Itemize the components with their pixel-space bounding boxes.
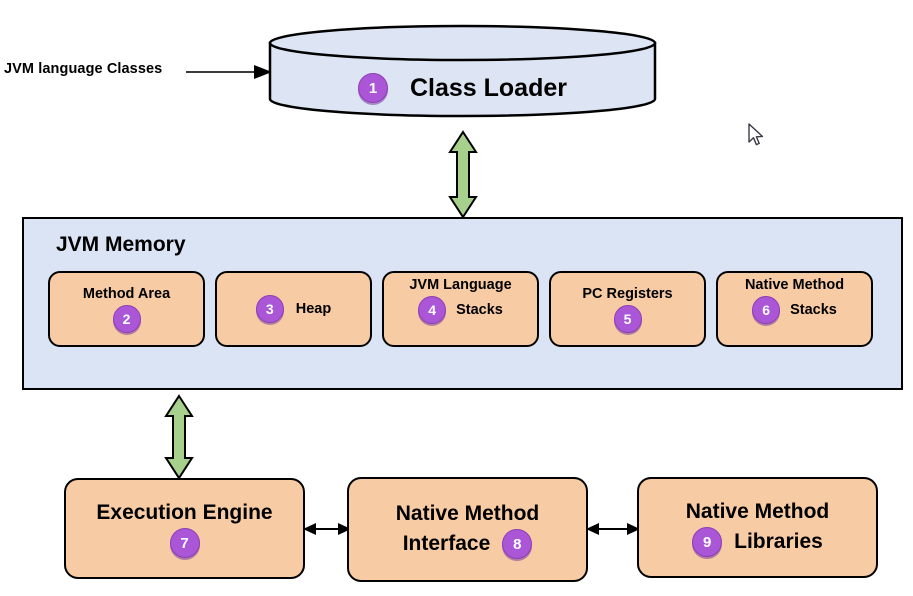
memory-box-pc-registers[interactable]: PC Registers 5 <box>549 271 706 347</box>
memory-box-native-method-stacks-label-line1: Native Method <box>744 277 845 293</box>
memory-box-native-method-stacks-badge: 6 <box>752 296 781 325</box>
double-arrow-vertical-icon-memory-engine <box>164 394 194 480</box>
box-native-method-libraries[interactable]: Native Method 9 Libraries <box>637 477 878 578</box>
jvm-memory-container: JVM Memory Method Area 2 3 Heap JVM Lang… <box>22 217 903 390</box>
double-arrow-horizontal-icon-engine-interface <box>303 519 351 539</box>
native-method-libraries-label-line2: Libraries <box>734 530 823 554</box>
memory-box-pc-registers-label: PC Registers <box>582 285 673 302</box>
native-method-interface-label-line2: Interface <box>402 532 491 556</box>
jvm-memory-title: JVM Memory <box>56 233 186 256</box>
native-method-interface-line1: Native Method <box>395 501 540 525</box>
memory-box-heap-label: Heap <box>295 300 332 317</box>
memory-box-method-area[interactable]: Method Area 2 <box>48 271 205 347</box>
memory-box-method-area-label: Method Area <box>82 285 171 302</box>
native-method-libraries-line1: Native Method <box>685 499 830 523</box>
memory-box-pc-registers-badge: 5 <box>613 305 642 334</box>
memory-box-heap[interactable]: 3 Heap <box>215 271 372 347</box>
native-method-interface-badge: 8 <box>502 529 533 560</box>
jvm-memory-box-row: Method Area 2 3 Heap JVM Language 4 Stac… <box>48 271 881 347</box>
box-native-method-interface[interactable]: Native Method Interface 8 <box>347 477 588 582</box>
input-label-jvm-language-classes: JVM language Classes <box>4 61 163 77</box>
native-method-interface-line2: Interface 8 <box>402 529 533 560</box>
class-loader-cylinder[interactable]: 1 Class Loader <box>268 24 657 118</box>
memory-box-jvm-language-stacks-label-line2: Stacks <box>456 301 503 318</box>
double-arrow-vertical-icon-loader-memory <box>448 130 478 219</box>
memory-box-native-method-stacks-label-line2: Stacks <box>790 301 837 318</box>
memory-box-jvm-language-stacks[interactable]: JVM Language 4 Stacks <box>382 271 539 347</box>
box-execution-engine[interactable]: Execution Engine 7 <box>64 478 305 579</box>
memory-box-method-area-badge: 2 <box>112 305 141 334</box>
native-method-libraries-badge: 9 <box>692 527 723 558</box>
double-arrow-horizontal-icon-interface-libraries <box>586 519 640 539</box>
class-loader-badge: 1 <box>357 73 388 103</box>
memory-box-heap-badge: 3 <box>255 295 284 323</box>
memory-box-jvm-language-stacks-badge: 4 <box>418 296 447 325</box>
memory-box-native-method-stacks[interactable]: Native Method 6 Stacks <box>716 271 873 347</box>
class-loader-title: Class Loader <box>409 73 567 102</box>
mouse-pointer-icon <box>748 123 766 149</box>
arrow-right-icon <box>186 62 272 82</box>
native-method-libraries-line2: 9 Libraries <box>692 527 823 558</box>
execution-engine-label: Execution Engine <box>96 500 273 524</box>
memory-box-jvm-language-stacks-label-line1: JVM Language <box>409 277 512 293</box>
memory-box-jvm-language-stacks-line2: 4 Stacks <box>390 296 531 325</box>
memory-box-native-method-stacks-line2: 6 Stacks <box>724 296 865 325</box>
execution-engine-badge: 7 <box>169 528 200 559</box>
